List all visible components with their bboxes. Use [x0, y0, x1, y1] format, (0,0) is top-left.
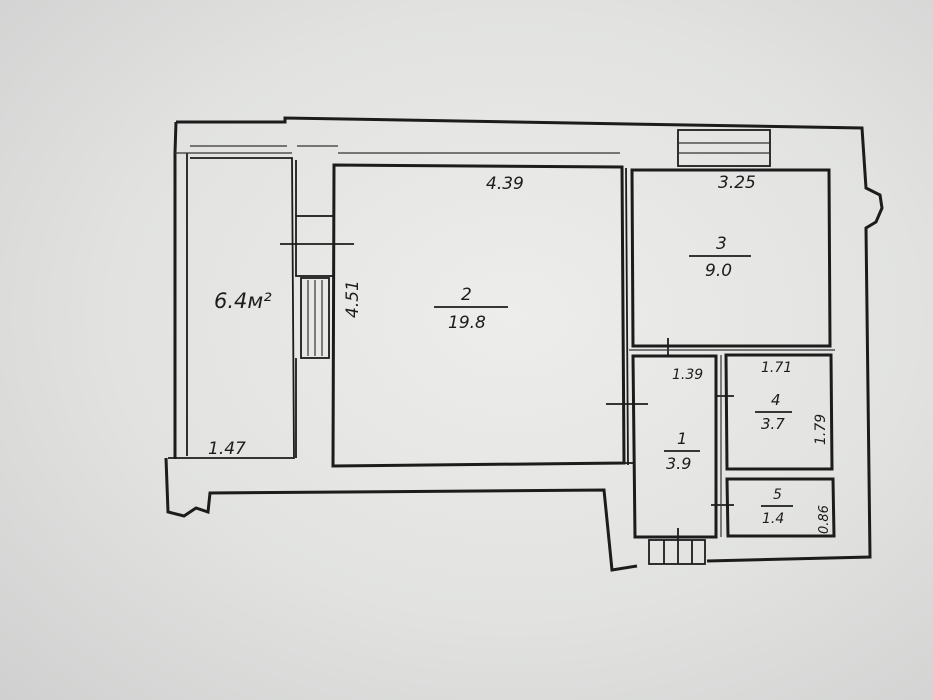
room-2-number: 2	[461, 285, 472, 305]
room-3-number: 3	[716, 234, 727, 254]
room-1-number: 1	[677, 429, 687, 448]
room-3	[625, 167, 832, 466]
entrance-door	[648, 528, 706, 565]
room-4-area: 3.7	[761, 415, 785, 433]
room-1	[606, 338, 734, 539]
partition-lines	[629, 349, 835, 537]
room-2-area: 19.8	[448, 313, 486, 333]
room-4-top-dim: 1.71	[761, 360, 792, 376]
room-1-top-dim: 1.39	[672, 367, 703, 383]
balcony-width-dim: 1.47	[208, 439, 246, 459]
room-4-number: 4	[771, 391, 781, 409]
room-4	[724, 353, 834, 471]
room-5-area: 1.4	[762, 511, 784, 527]
balcony-area-label: 6.4м²	[214, 289, 272, 313]
room-2-side-dim: 4.51	[343, 280, 363, 318]
room-5	[725, 477, 836, 538]
room-5-number: 5	[773, 487, 782, 503]
outer-walls	[164, 116, 884, 572]
room-4-side-dim: 1.79	[813, 414, 829, 445]
room-3-top-dim: 3.25	[718, 173, 756, 193]
room-2-top-dim: 4.39	[486, 174, 524, 194]
room-5-side-dim: 0.86	[817, 505, 832, 534]
room-1-area: 3.9	[666, 454, 691, 473]
balcony	[168, 152, 295, 459]
window-top	[677, 129, 771, 167]
room-3-area: 9.0	[705, 261, 732, 281]
area-fraction-lines	[434, 255, 793, 507]
